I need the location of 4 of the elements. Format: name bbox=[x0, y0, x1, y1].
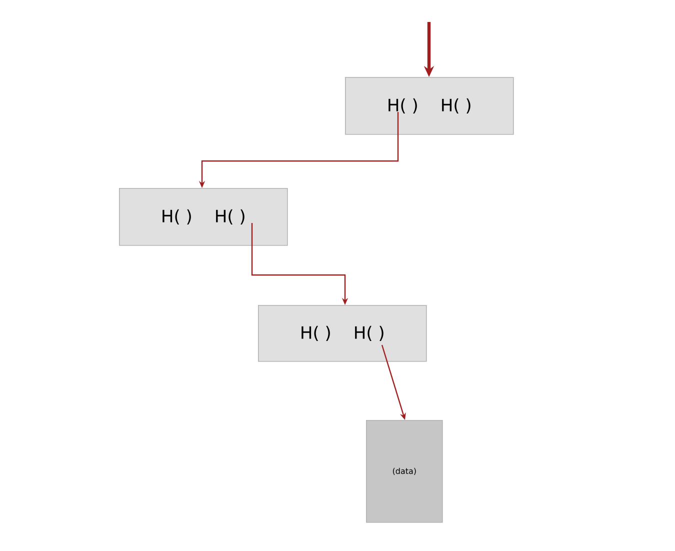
data-box: (data) bbox=[366, 420, 443, 523]
pointer-box: H( ) H( ) bbox=[345, 77, 514, 135]
pointer-box: H( ) H( ) bbox=[258, 305, 427, 362]
pointer-box: H( ) H( ) bbox=[119, 188, 288, 246]
